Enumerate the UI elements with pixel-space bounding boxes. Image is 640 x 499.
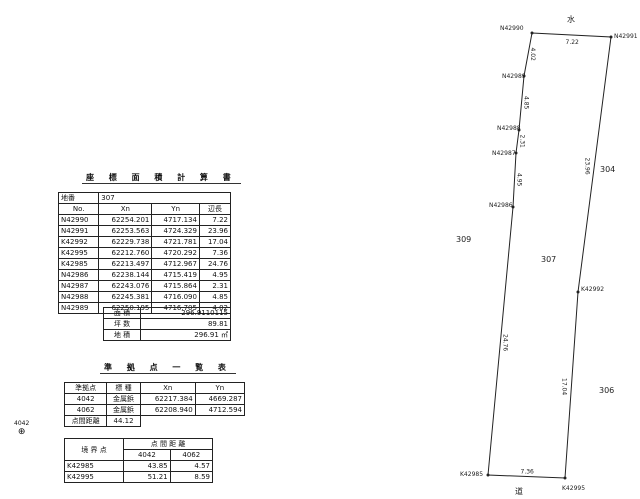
edge-length: 23.96 bbox=[584, 158, 591, 175]
edge-length: 4.95 bbox=[516, 173, 523, 187]
cell: 51.21 bbox=[123, 471, 171, 483]
edge-length: 24.76 bbox=[502, 334, 509, 351]
benchmark-marker: 4042⊕ bbox=[14, 420, 29, 437]
point-label: N42988 bbox=[497, 125, 521, 132]
edge-length: 4.85 bbox=[523, 96, 530, 110]
road-label-north: 水 bbox=[567, 14, 575, 24]
lot-boundary bbox=[487, 32, 612, 479]
edge-length: 7.36 bbox=[521, 469, 535, 476]
cell: 8.59 bbox=[169, 471, 214, 483]
boundary-point-icon bbox=[530, 31, 534, 35]
edge-length: 2.31 bbox=[519, 135, 526, 149]
point-label: K42985 bbox=[460, 471, 483, 478]
boundary-point-icon bbox=[563, 476, 567, 480]
marker-label: 4042 bbox=[14, 420, 30, 427]
lot-number-label: 307 bbox=[541, 255, 556, 264]
boundary-point-icon bbox=[609, 35, 613, 39]
point-label: N42991 bbox=[614, 33, 638, 40]
boundary-point-icon bbox=[576, 290, 580, 294]
point-label: N42986 bbox=[489, 202, 513, 209]
cell: K42995 bbox=[57, 247, 100, 259]
point-label: N42990 bbox=[500, 25, 524, 32]
point-label: K42992 bbox=[581, 286, 604, 293]
dist-value: 44.12 bbox=[106, 415, 141, 427]
boundary-point-icon bbox=[514, 151, 518, 155]
dist-label: 点間距離 bbox=[63, 415, 108, 427]
edge-length: 17.04 bbox=[561, 378, 568, 395]
cell: N42989 bbox=[57, 302, 100, 314]
point-label: K42995 bbox=[562, 485, 585, 492]
point-label: N42989 bbox=[502, 73, 526, 80]
boundary-point-icon bbox=[522, 74, 526, 78]
boundary-point-icon bbox=[486, 473, 490, 477]
lot-number-label: 306 bbox=[599, 386, 614, 395]
lot-number-label: 309 bbox=[456, 235, 471, 244]
lot-number-label: 304 bbox=[600, 165, 615, 174]
benchmark-icon: ⊕ bbox=[17, 427, 26, 437]
boundary-point-icon bbox=[511, 205, 515, 209]
point-label: N42987 bbox=[492, 150, 516, 157]
road-label-south: 道 bbox=[515, 486, 523, 496]
edge-length: 4.02 bbox=[529, 48, 536, 62]
edge-length: 7.22 bbox=[566, 39, 580, 46]
area-value: 296.91 ㎡ bbox=[139, 329, 232, 341]
ref-title: 準 拠 点 一 覧 表 bbox=[100, 362, 236, 374]
boundary-point-icon bbox=[517, 128, 521, 132]
calc-title: 座 標 面 積 計 算 書 bbox=[82, 172, 241, 184]
